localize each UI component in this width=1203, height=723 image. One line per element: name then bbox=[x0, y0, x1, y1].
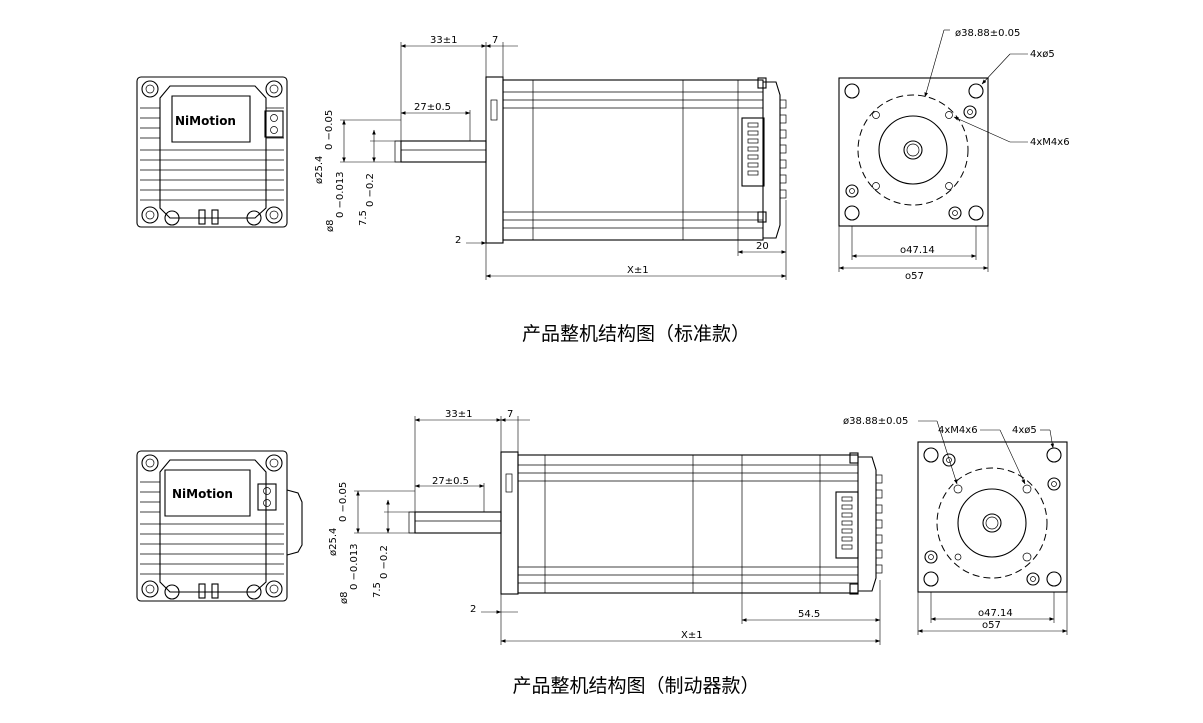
dim-threads: 4xM4x6 bbox=[1030, 137, 1070, 148]
nimotion-logo: NiMotion bbox=[175, 114, 236, 128]
dim-rear: 54.5 bbox=[798, 609, 820, 620]
dim-dia-254: ø25.4 bbox=[314, 156, 325, 184]
dim-dia-8: ø8 bbox=[339, 592, 350, 604]
dim-tol-75: 0 −0.2 bbox=[379, 545, 390, 579]
dim-bolt-circle: o47.14 bbox=[900, 245, 935, 256]
dim-face-offset: 2 bbox=[455, 235, 461, 246]
dim-holes: 4xø5 bbox=[1012, 425, 1037, 436]
dim-flange: 7 bbox=[507, 409, 513, 420]
brake-drawing: NiMotion bbox=[136, 409, 1068, 645]
dim-length: X±1 bbox=[627, 265, 649, 276]
dim-flange: 7 bbox=[492, 35, 498, 46]
dim-tol-8: 0 −0.013 bbox=[349, 543, 360, 590]
brake-front-dimensions: ø38.88±0.05 4xM4x6 4xø5 o47.14 o57 bbox=[843, 416, 1068, 635]
caption-brake: 产品整机结构图（制动器款） bbox=[512, 675, 760, 697]
dim-shaft-total: 33±1 bbox=[430, 35, 457, 46]
nimotion-logo: NiMotion bbox=[172, 487, 233, 501]
dim-key-length: 27±0.5 bbox=[432, 476, 469, 487]
brake-side-dimensions: 33±1 7 27±0.5 ø25.4 0 −0.05 ø8 0 −0.013 … bbox=[328, 409, 881, 645]
dim-dia-8: ø8 bbox=[325, 220, 336, 232]
dim-tol-254: 0 −0.05 bbox=[338, 482, 349, 522]
dim-tol-8: 0 −0.013 bbox=[335, 171, 346, 218]
dim-shaft-total: 33±1 bbox=[445, 409, 472, 420]
standard-front-view bbox=[838, 77, 989, 227]
dim-threads: 4xM4x6 bbox=[938, 425, 978, 436]
dim-pilot: ø38.88±0.05 bbox=[955, 28, 1020, 39]
dim-pilot: ø38.88±0.05 bbox=[843, 416, 908, 427]
dim-frame: o57 bbox=[982, 620, 1001, 631]
standard-front-dimensions: ø38.88±0.05 4xø5 4xM4x6 o47.14 o57 bbox=[838, 28, 1070, 282]
dim-tol-75: 0 −0.2 bbox=[365, 173, 376, 207]
dim-dia-254: ø25.4 bbox=[328, 528, 339, 556]
standard-side-dimensions: 33±1 7 27±0.5 ø25.4 0 −0.05 ø8 0 −0.013 … bbox=[314, 35, 787, 280]
standard-drawing: NiMotion bbox=[136, 28, 1070, 282]
dim-rear: 20 bbox=[756, 241, 769, 252]
dim-flat-75: 7.5 bbox=[358, 210, 369, 226]
dim-frame: o57 bbox=[905, 271, 924, 282]
dim-bolt-circle: o47.14 bbox=[978, 608, 1013, 619]
standard-rear-view: NiMotion bbox=[136, 76, 288, 228]
dim-flat-75: 7.5 bbox=[372, 582, 383, 598]
brake-rear-view: NiMotion bbox=[136, 450, 303, 602]
dim-tol-254: 0 −0.05 bbox=[324, 110, 335, 150]
brake-front-view bbox=[917, 441, 1068, 593]
dim-key-length: 27±0.5 bbox=[414, 102, 451, 113]
brake-side-view bbox=[408, 451, 883, 595]
dim-holes: 4xø5 bbox=[1030, 49, 1055, 60]
standard-side-view bbox=[394, 76, 787, 244]
caption-standard: 产品整机结构图（标准款） bbox=[521, 323, 751, 345]
dim-length: X±1 bbox=[681, 630, 703, 641]
dim-face-offset: 2 bbox=[470, 604, 476, 615]
